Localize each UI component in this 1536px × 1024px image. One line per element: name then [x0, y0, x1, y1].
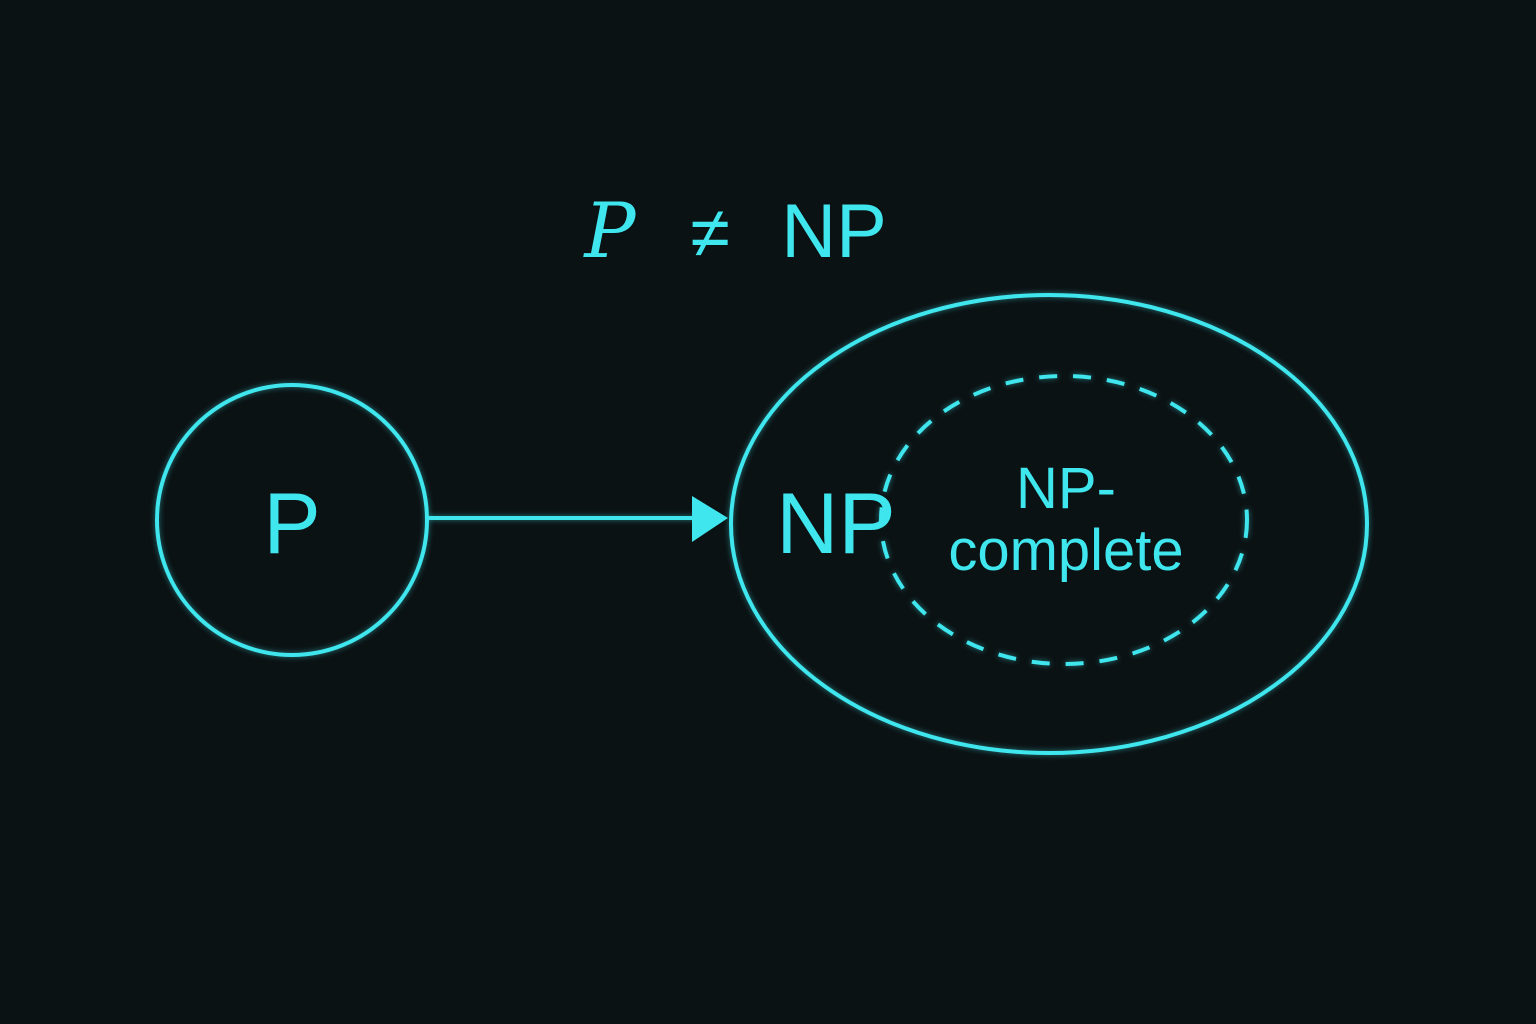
p-label: P — [263, 476, 320, 572]
arrow-head-icon — [692, 496, 728, 542]
np-complete-label-line2: complete — [948, 518, 1183, 583]
np-ellipse — [729, 293, 1369, 755]
np-complete-label-line1: NP- — [1016, 456, 1116, 521]
title-rhs: NP — [781, 189, 887, 274]
title-lhs: P — [582, 186, 637, 275]
title-operator: ≠ — [690, 193, 730, 273]
np-label: NP — [776, 476, 895, 572]
np-complete-ellipse — [879, 374, 1249, 666]
